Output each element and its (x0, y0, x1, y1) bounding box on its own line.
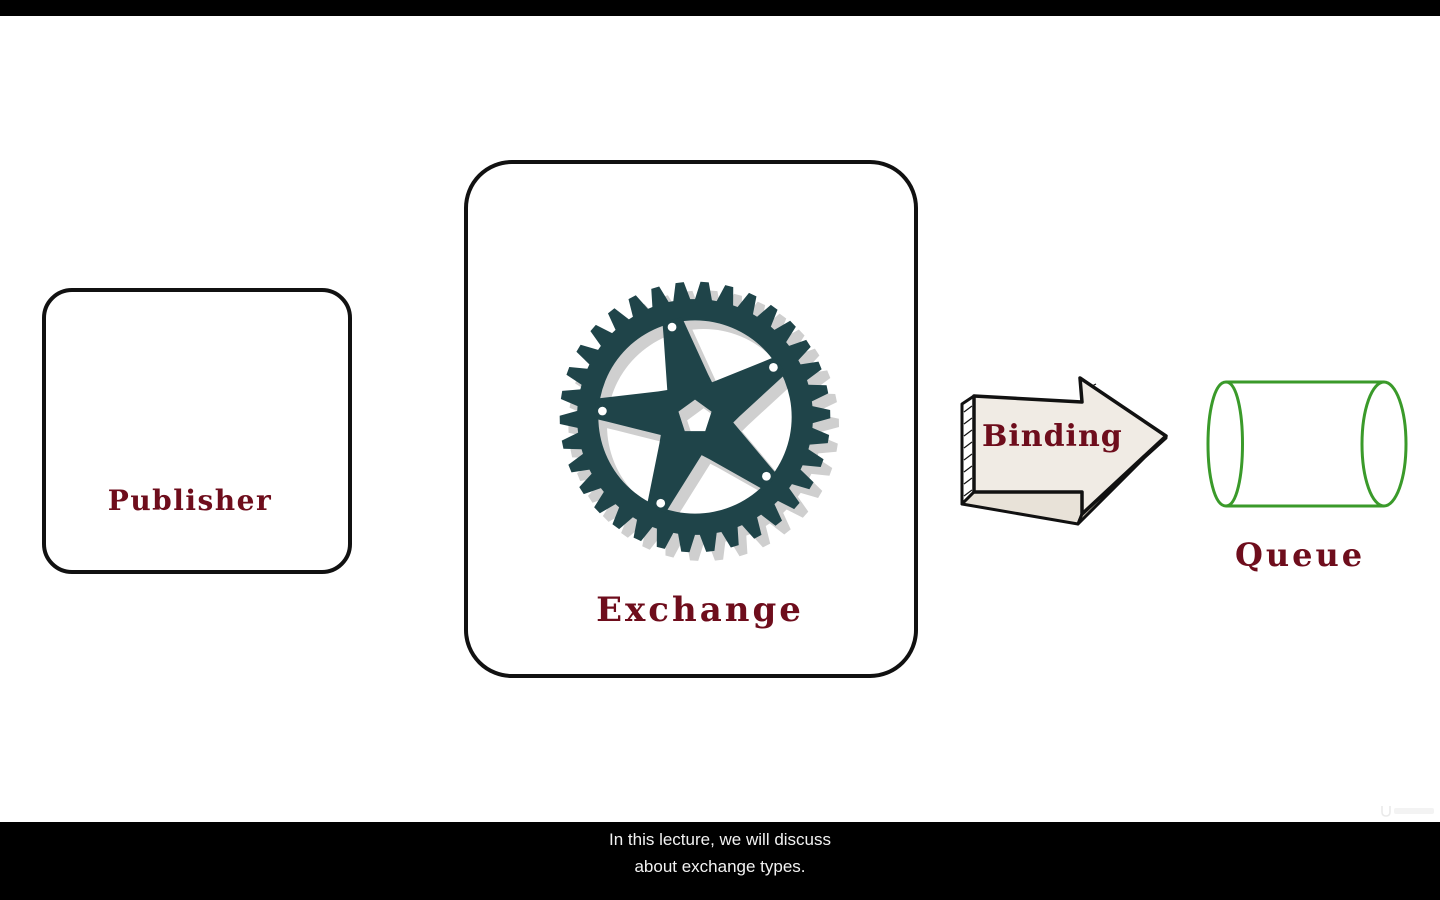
gear-spider (594, 317, 786, 514)
subtitle-line: In this lecture, we will discuss (608, 830, 832, 849)
gear-bolt-hole (656, 498, 666, 508)
arrow-right-icon (960, 376, 1168, 526)
gear-bolt-hole (667, 322, 677, 332)
binding-label: Binding (982, 419, 1123, 454)
cylinder-icon (1206, 380, 1408, 508)
gear-icon (559, 281, 840, 561)
gear-bolt-hole (769, 363, 778, 372)
letterbox-top (0, 0, 1440, 16)
gear-bolt-hole (598, 406, 607, 416)
queue-label: Queue (1234, 536, 1366, 574)
subtitle: In this lecture, we will discuss about e… (420, 826, 1020, 880)
exchange-box (464, 160, 918, 678)
subtitle-line: about exchange types. (634, 857, 806, 876)
publisher-box (42, 288, 352, 574)
publisher-label: Publisher (107, 484, 273, 517)
udemy-logo-icon (1378, 802, 1438, 818)
gear-bolt-hole (762, 471, 771, 481)
subtitle-bar (0, 822, 1440, 900)
exchange-label: Exchange (596, 590, 804, 630)
